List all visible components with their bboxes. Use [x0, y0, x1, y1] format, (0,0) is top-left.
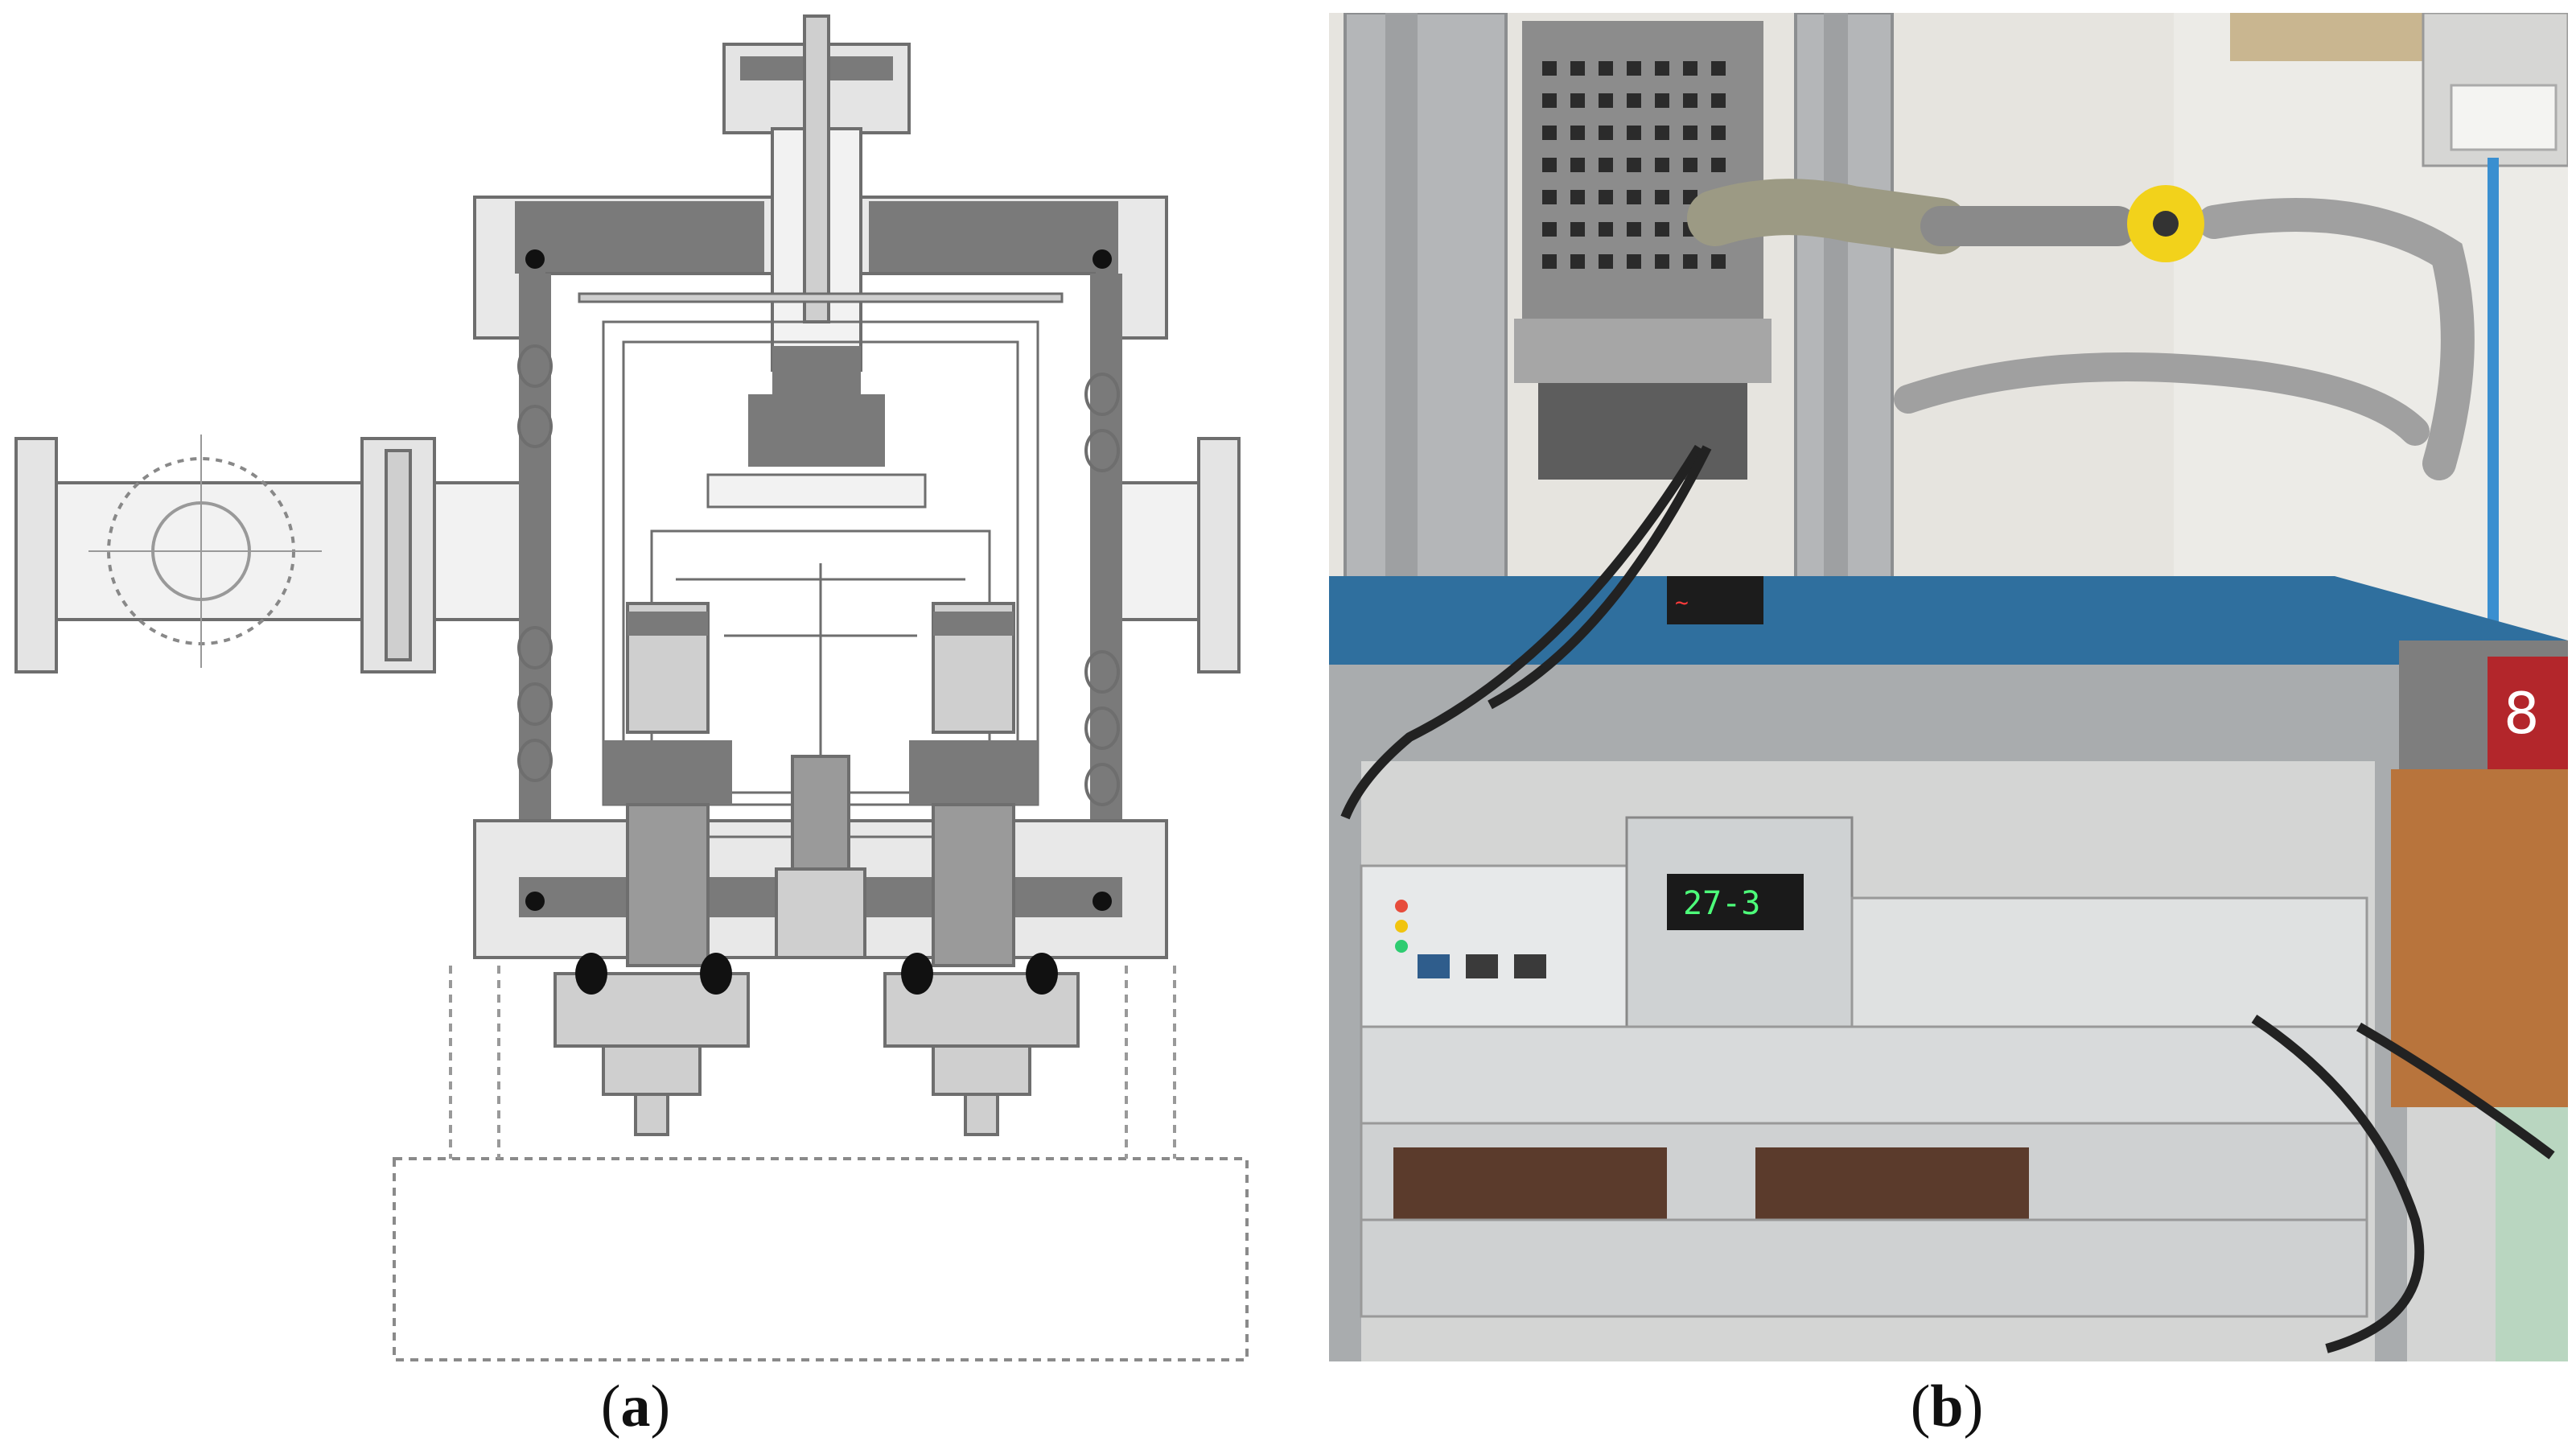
coil-rings — [517, 344, 1120, 806]
top-stem — [722, 14, 911, 467]
svg-text:8: 8 — [2504, 681, 2540, 747]
caption-b: (b) — [1910, 1374, 1984, 1440]
blue-tabletop — [1329, 576, 2568, 665]
vacuum-chamber — [1514, 21, 1772, 480]
vacuum-pump: 8 — [2399, 641, 2568, 769]
electrode-right — [883, 602, 1080, 1136]
center-feedthrough — [775, 755, 866, 959]
cross-section-drawing — [0, 0, 1271, 1368]
controller-units: 27-3 — [1360, 816, 2368, 1318]
frame-column-left — [1344, 13, 1508, 650]
wall-socket-panel — [2230, 13, 2423, 61]
apparatus-photo-svg: ~ 27-3 8 — [1329, 13, 2568, 1361]
temperature-readout: ~ — [1675, 589, 1689, 616]
vacuum-hose — [1687, 179, 2475, 480]
caption-a: (a) — [600, 1374, 671, 1440]
cables — [1340, 444, 2555, 1353]
base-platform — [393, 1157, 1249, 1361]
left-side-port — [14, 435, 557, 673]
controller-display: 27-3 — [1683, 885, 1760, 922]
wooden-block — [2391, 769, 2568, 1107]
cross-section-svg — [14, 14, 1249, 1361]
electrode-left — [553, 602, 750, 1136]
apparatus-photo: ~ 27-3 8 — [1329, 13, 2568, 1361]
